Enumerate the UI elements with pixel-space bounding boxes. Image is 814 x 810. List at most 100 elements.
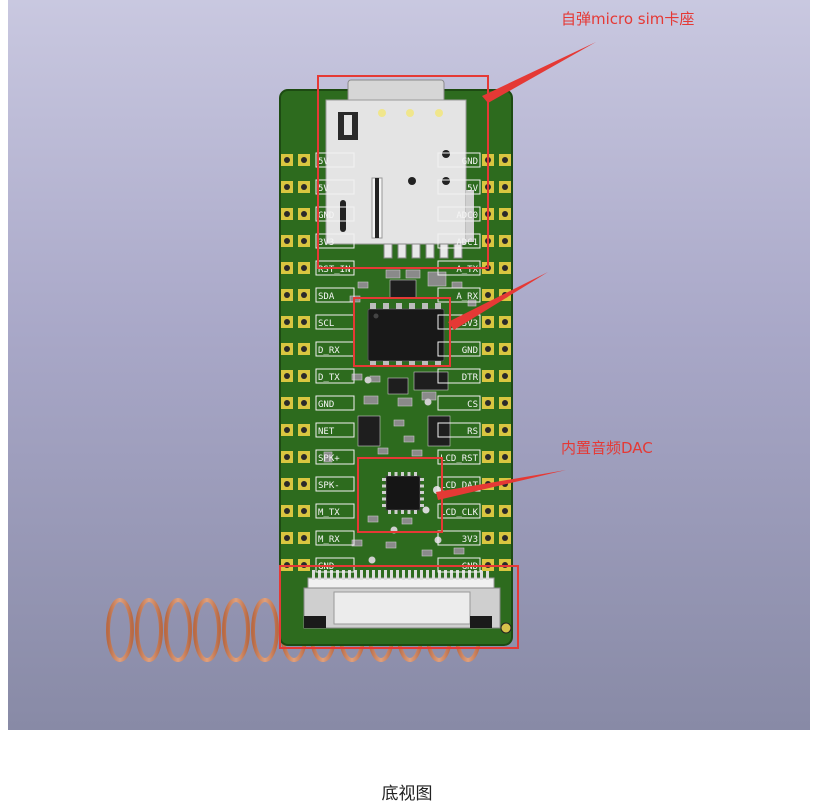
via	[368, 556, 376, 564]
pin-hole	[301, 454, 307, 460]
dac-pin	[388, 510, 391, 514]
dac-pin	[420, 484, 424, 488]
pin-label-left: GND	[318, 400, 334, 410]
sim-contact-pin	[383, 243, 393, 259]
chip-pin	[383, 361, 389, 367]
smd-part	[387, 377, 409, 395]
pin-hole	[284, 427, 290, 433]
smd-part	[385, 541, 397, 549]
fpc-pin	[420, 570, 423, 580]
via	[424, 398, 432, 406]
smd-part	[351, 539, 363, 547]
pin-label-left: SCL	[318, 319, 334, 329]
pin-hole	[301, 238, 307, 244]
pin-label-box	[315, 287, 355, 303]
smd-part	[401, 517, 413, 525]
pin-label-left: 5V	[318, 184, 329, 194]
arrow-sim	[482, 42, 596, 103]
pin-label-left: NET	[318, 427, 335, 437]
fpc-pin	[336, 570, 339, 580]
antenna-turn	[193, 598, 221, 662]
fpc-pin	[408, 570, 411, 580]
pin-label-right: ADC0	[456, 211, 478, 221]
dac-pin	[414, 472, 417, 476]
chip-pin	[409, 361, 415, 367]
fpc-pin	[366, 570, 369, 580]
pin-label-right: GND	[462, 346, 478, 356]
dac-pin	[401, 472, 404, 476]
pin-label-left: M_TX	[318, 508, 340, 518]
pin-hole	[502, 535, 508, 541]
pin-label-box	[437, 152, 481, 168]
pin-label-left: M_RX	[318, 535, 340, 545]
fpc-pin	[468, 570, 471, 580]
fpc-pin	[486, 570, 489, 580]
pin-hole	[301, 319, 307, 325]
fpc-pin	[330, 570, 333, 580]
pin-label-box	[315, 179, 355, 195]
pin-label-box	[315, 422, 355, 438]
left-pin-header	[281, 154, 310, 571]
smd-part	[427, 271, 447, 287]
chip-pin	[435, 361, 441, 367]
chip-pin	[422, 303, 428, 309]
pin-hole	[502, 427, 508, 433]
pin-label-box	[437, 422, 481, 438]
pin-hole	[284, 238, 290, 244]
chip-pin	[396, 303, 402, 309]
pin-label-box	[437, 503, 481, 519]
fpc-pin	[312, 570, 315, 580]
fpc-pin	[318, 570, 321, 580]
pin-hole	[301, 265, 307, 271]
annotation-audio-dac: 内置音频DAC	[561, 439, 653, 457]
pin-label-box	[315, 503, 355, 519]
chip-pin	[370, 361, 376, 367]
fpc-pin	[456, 570, 459, 580]
smd-part	[421, 549, 433, 557]
dac-pin	[382, 497, 386, 501]
smd-part	[427, 415, 451, 447]
pin-label-box	[437, 341, 481, 357]
fpc-pin	[384, 570, 387, 580]
pin-label-right: LCD_CLK	[440, 508, 479, 518]
pin-hole	[284, 508, 290, 514]
smd-part	[377, 447, 389, 455]
smd-part	[451, 281, 463, 289]
fpc-pin	[438, 570, 441, 580]
pin-hole	[502, 400, 508, 406]
sim-contact-pin	[397, 243, 407, 259]
pin-label-left: D_TX	[318, 373, 340, 383]
pin-hole	[502, 373, 508, 379]
pin-label-right: 5V	[467, 184, 478, 194]
sim-contact-pin	[411, 243, 421, 259]
sim-contact-pin	[453, 243, 463, 259]
pin-hole	[485, 346, 491, 352]
pin-hole	[301, 427, 307, 433]
pin-label-left: 3V3	[318, 238, 334, 248]
via	[364, 376, 372, 384]
pin-label-left: GND	[318, 211, 334, 221]
fpc-pin	[354, 570, 357, 580]
fpc-pin	[402, 570, 405, 580]
pin-label-box	[437, 179, 481, 195]
fpc-pin	[372, 570, 375, 580]
main-ic-chip	[367, 303, 445, 367]
pin-hole	[301, 211, 307, 217]
antenna-turn	[164, 598, 192, 662]
highlight-box-chip	[353, 297, 451, 367]
pin-hole	[284, 157, 290, 163]
smd-part	[363, 395, 379, 405]
fpc-pin	[378, 570, 381, 580]
pin-hole	[502, 319, 508, 325]
fpc-pin	[342, 570, 345, 580]
pin-label-box	[437, 395, 481, 411]
pin-hole	[284, 292, 290, 298]
chip-pin	[396, 361, 402, 367]
highlight-box-fpc	[279, 565, 519, 649]
pin-label-box	[315, 395, 355, 411]
arrow-chip	[448, 272, 548, 330]
pin-hole	[301, 346, 307, 352]
pin-hole	[284, 454, 290, 460]
pin-hole	[502, 157, 508, 163]
pin-label-left: SPK+	[318, 454, 340, 464]
